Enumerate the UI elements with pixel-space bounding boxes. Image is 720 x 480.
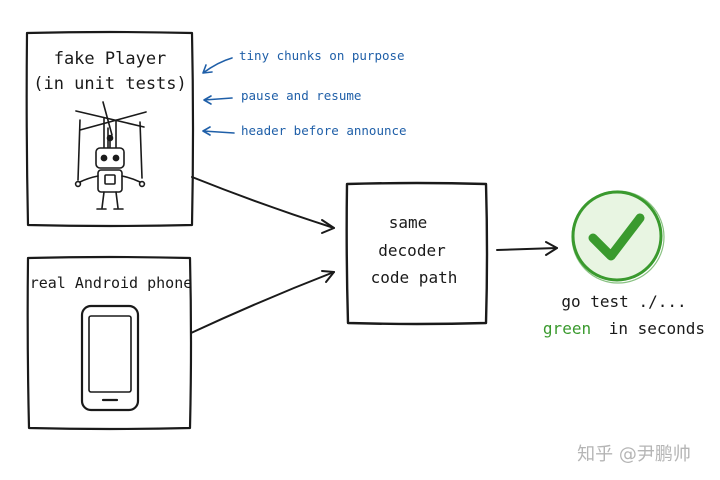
annotation-list: tiny chunks on purpose pause and resume …: [202, 48, 407, 138]
annotation-arrow-icon: [202, 57, 233, 74]
status-rest: in seconds: [609, 319, 705, 338]
center-line2: decoder: [378, 241, 446, 260]
annotation-text: pause and resume: [241, 88, 361, 103]
annotation-arrow-icon: [202, 126, 235, 136]
watermark: 知乎 @尹鹏帅: [577, 444, 691, 465]
center-line3: code path: [371, 268, 458, 287]
center-line1: same: [389, 213, 428, 232]
fake-player-title-line2: (in unit tests): [33, 74, 187, 94]
android-phone-box: real Android phone: [26, 255, 193, 431]
test-command: go test ./...: [561, 292, 686, 311]
arrow-fake-to-decoder: [191, 176, 335, 234]
annotation-item: tiny chunks on purpose: [202, 48, 405, 74]
android-phone-title: real Android phone: [30, 274, 193, 292]
green-checkmark-circle-icon: [571, 190, 665, 284]
status-word-green: green: [543, 319, 591, 338]
fake-player-title-line1: fake Player: [54, 49, 167, 69]
arrow-decoder-to-result: [496, 241, 558, 256]
decoder-code-path-box: same decoder code path: [345, 181, 489, 326]
annotation-text: header before announce: [241, 123, 407, 138]
arrow-phone-to-decoder: [190, 270, 335, 334]
annotation-text: tiny chunks on purpose: [239, 48, 405, 63]
test-result-line: green in seconds: [543, 319, 705, 338]
smartphone-icon: [80, 304, 140, 412]
annotation-item: header before announce: [202, 123, 407, 138]
annotation-arrow-icon: [203, 95, 233, 105]
annotation-item: pause and resume: [203, 88, 361, 105]
fake-player-box: fake Player (in unit tests): [25, 30, 195, 228]
puppet-robot-icon: [74, 101, 147, 210]
